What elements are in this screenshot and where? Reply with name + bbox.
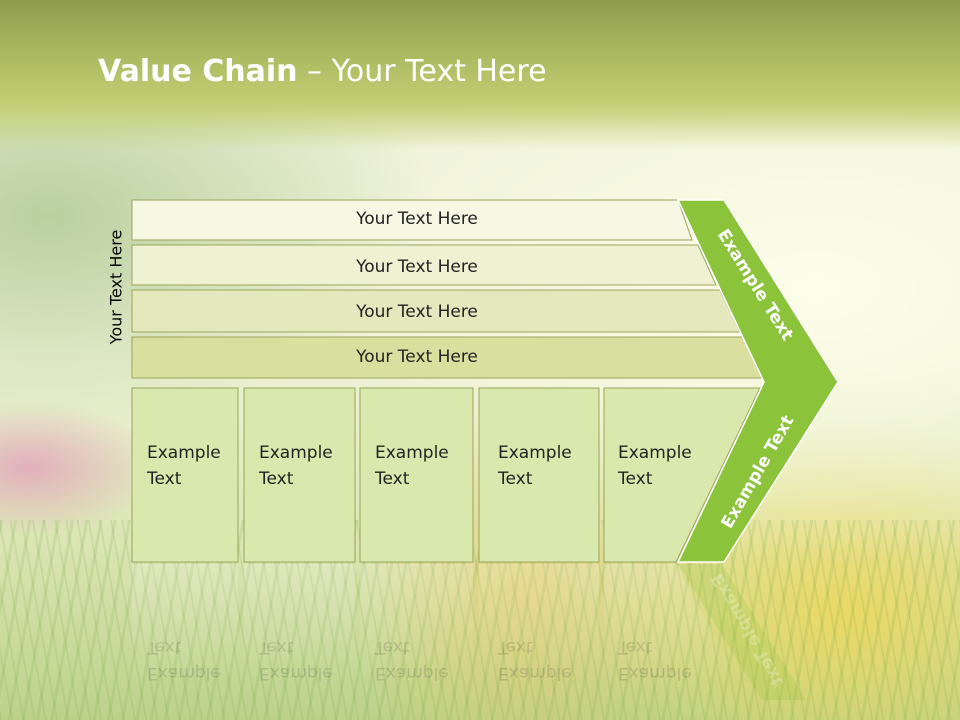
support-bar-4-label: Your Text Here: [356, 347, 478, 367]
support-bar-2-label: Your Text Here: [356, 257, 478, 277]
support-bar-2: [131, 244, 717, 286]
slide-title: Value Chain – Your Text Here: [98, 54, 547, 89]
support-bar-1-label: Your Text Here: [356, 209, 478, 229]
title-rest: – Your Text Here: [297, 54, 547, 89]
activity-box-2: [243, 387, 356, 563]
title-bold: Value Chain: [98, 54, 298, 89]
support-bar-3-label: Your Text Here: [356, 302, 478, 322]
activity-box-5: [603, 387, 761, 563]
title-band: [0, 0, 960, 150]
margin-chevron: [676, 199, 839, 563]
support-bar-1: [131, 199, 693, 241]
activity-box-3: [359, 387, 474, 563]
chevron-reflection: [678, 564, 806, 700]
activity-box-4: [478, 387, 600, 563]
activity-box-1: [131, 387, 239, 563]
reflection-boxes: [132, 564, 740, 684]
